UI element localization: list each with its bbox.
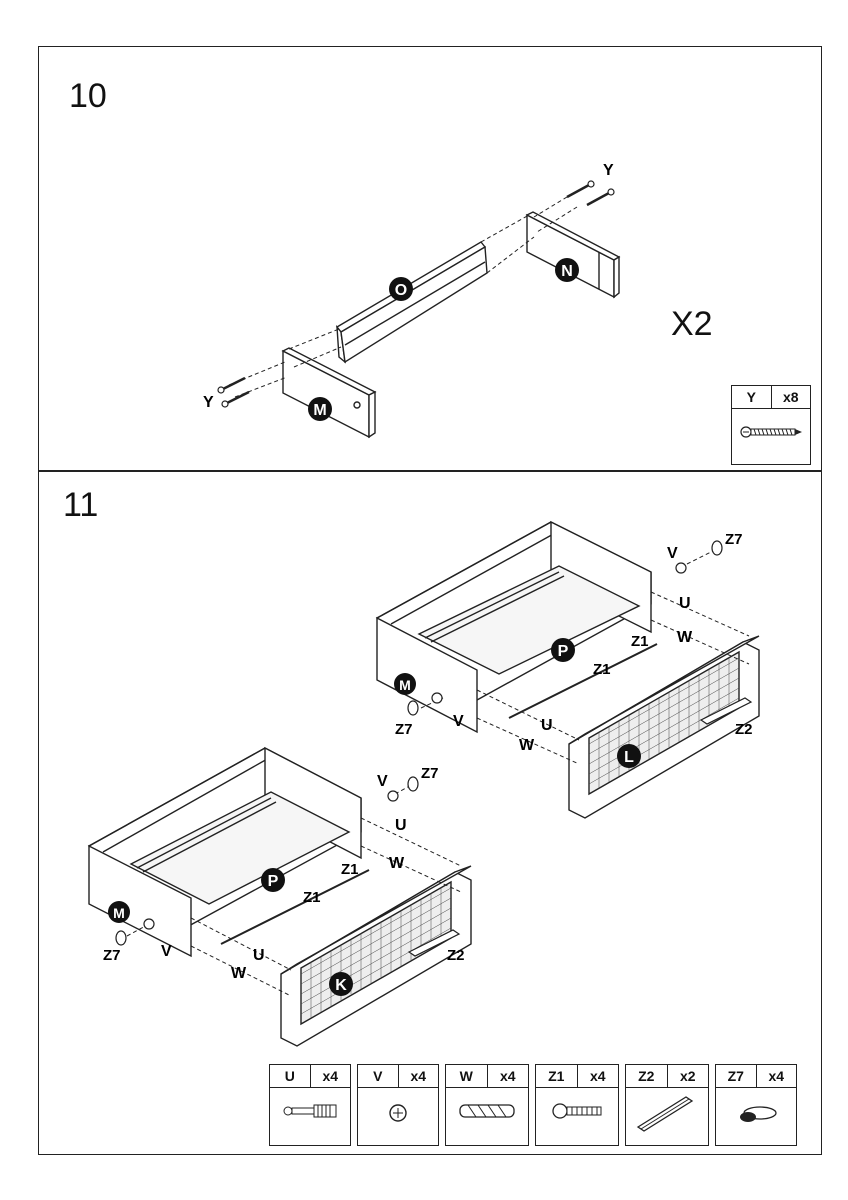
part-code: W <box>446 1065 488 1087</box>
cam-bolt-icon <box>270 1089 350 1145</box>
label-m-top: M <box>399 677 411 693</box>
part-code: U <box>270 1065 311 1087</box>
label-z7-top-1: Z7 <box>725 531 743 548</box>
label-n-badge: N <box>555 258 579 282</box>
label-k: K <box>335 977 347 994</box>
label-v-top-2: V <box>453 713 464 730</box>
label-z2-bottom: Z2 <box>447 947 465 964</box>
side-m-bottom <box>88 844 192 958</box>
label-w-top-1: W <box>677 629 693 646</box>
panel-m <box>282 349 370 439</box>
label-o: O <box>395 282 407 299</box>
cam-lock-icon <box>358 1089 438 1145</box>
part-box-z7: Z7 x4 <box>715 1064 797 1146</box>
label-w-bottom-2: W <box>231 965 247 982</box>
rail-icon <box>626 1089 708 1145</box>
step-10-panel: 10 X2 <box>38 46 822 471</box>
label-v-top-1: V <box>667 545 678 562</box>
handle-rod-top <box>508 643 658 719</box>
drawer-top <box>375 520 760 819</box>
label-n: N <box>561 263 573 280</box>
rail-z2-top <box>699 697 753 725</box>
part-code: Z1 <box>536 1065 578 1087</box>
rail-z2-bottom <box>407 929 461 957</box>
label-w-top-2: W <box>519 737 535 754</box>
label-z1-top-1: Z1 <box>631 633 649 650</box>
label-z1-bottom-2: Z1 <box>303 889 321 906</box>
side-m-top <box>376 616 478 734</box>
label-z7-bottom-1: Z7 <box>421 765 439 782</box>
part-qty: x8 <box>782 389 799 405</box>
handle-rod-bottom <box>220 869 370 945</box>
step-number: 10 <box>69 77 107 115</box>
part-qty: x4 <box>589 1068 606 1084</box>
part-box-y: Y x8 <box>731 385 811 465</box>
label-u-bottom-1: U <box>395 817 407 834</box>
part-qty: x4 <box>768 1068 785 1084</box>
label-m: M <box>313 402 326 419</box>
label-z7-top-2: Z7 <box>395 721 413 738</box>
label-y-top: Y <box>603 162 614 179</box>
panel-n <box>526 213 615 299</box>
wood-dowel-icon <box>446 1089 528 1145</box>
mesh-top <box>588 657 740 788</box>
part-box-z1: Z1 x4 <box>535 1064 619 1146</box>
label-z1-top-2: Z1 <box>593 661 611 678</box>
part-qty: x4 <box>322 1068 339 1084</box>
label-u-bottom-2: U <box>253 947 265 964</box>
drawer-bottom-labels: P M K V Z7 U W Z1 Z1 U W V Z7 Z2 <box>103 765 465 996</box>
screw-icon <box>732 410 810 464</box>
part-code: Z2 <box>626 1065 668 1087</box>
label-l: L <box>624 749 634 766</box>
label-u-top-2: U <box>541 717 553 734</box>
label-z1-bottom-1: Z1 <box>341 861 359 878</box>
label-z7-bottom-2: Z7 <box>103 947 121 964</box>
part-qty: x2 <box>679 1068 696 1084</box>
label-v-bottom-1: V <box>377 773 388 790</box>
part-box-z2: Z2 x2 <box>625 1064 709 1146</box>
label-z2-top: Z2 <box>735 721 753 738</box>
label-y-left: Y <box>203 394 214 411</box>
part-code: V <box>358 1065 399 1087</box>
step-number: 11 <box>63 486 99 524</box>
label-u-top-1: U <box>679 595 691 612</box>
handle-screw-icon <box>536 1089 618 1145</box>
label-w-bottom-1: W <box>389 855 405 872</box>
label-v-bottom-2: V <box>161 943 172 960</box>
label-p-top: P <box>558 643 569 660</box>
part-qty: x4 <box>499 1068 516 1084</box>
step-11-panel: 11 <box>38 471 822 1155</box>
step-10-diagram: O N M Y Y <box>203 162 621 439</box>
label-o-badge: O <box>389 277 413 301</box>
step-11-diagram: P M L V Z7 U W Z1 Z1 U W V Z7 Z2 <box>87 520 760 1047</box>
part-qty: x4 <box>410 1068 427 1084</box>
label-p-bottom: P <box>268 873 279 890</box>
multiplier-label: X2 <box>671 305 713 343</box>
label-m-bottom: M <box>113 905 125 921</box>
part-code: Y <box>732 386 772 408</box>
part-code: Z7 <box>716 1065 757 1087</box>
screw-y-group <box>222 183 610 405</box>
label-m-badge: M <box>308 397 332 421</box>
cap-icon <box>716 1089 796 1145</box>
drawer-top-labels: P M L V Z7 U W Z1 Z1 U W V Z7 Z2 <box>394 531 753 768</box>
drawer-bottom <box>87 746 472 1047</box>
